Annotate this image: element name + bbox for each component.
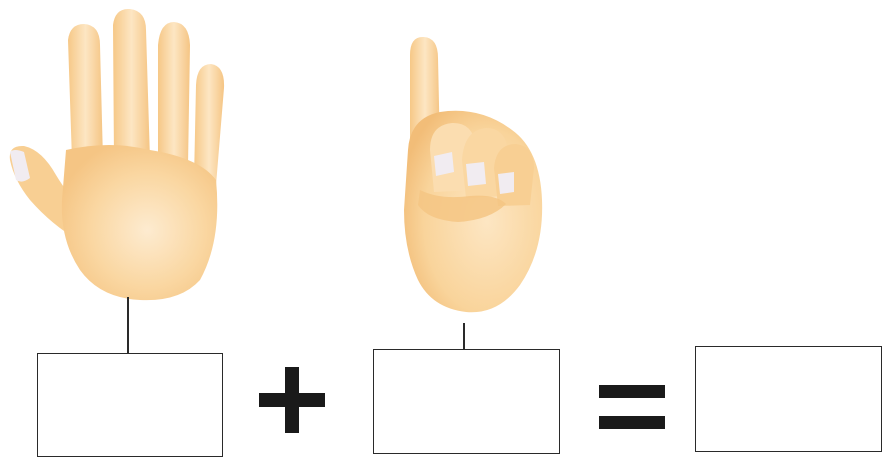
- equals-sign-bottom-bar: [599, 416, 665, 429]
- first-addend-box[interactable]: [37, 353, 223, 457]
- second-addend-box[interactable]: [373, 349, 560, 454]
- hands-illustration: [9, 8, 543, 313]
- equals-sign-top-bar: [599, 385, 665, 398]
- index-finger-hand-icon: [404, 36, 543, 313]
- left-hand-connector-line: [127, 297, 129, 353]
- open-hand-five-fingers-icon: [9, 8, 225, 301]
- plus-sign-vertical: [285, 367, 299, 433]
- right-hand-connector-line: [463, 323, 465, 349]
- thumbnail-icon: [10, 150, 30, 182]
- sum-answer-box[interactable]: [695, 346, 882, 452]
